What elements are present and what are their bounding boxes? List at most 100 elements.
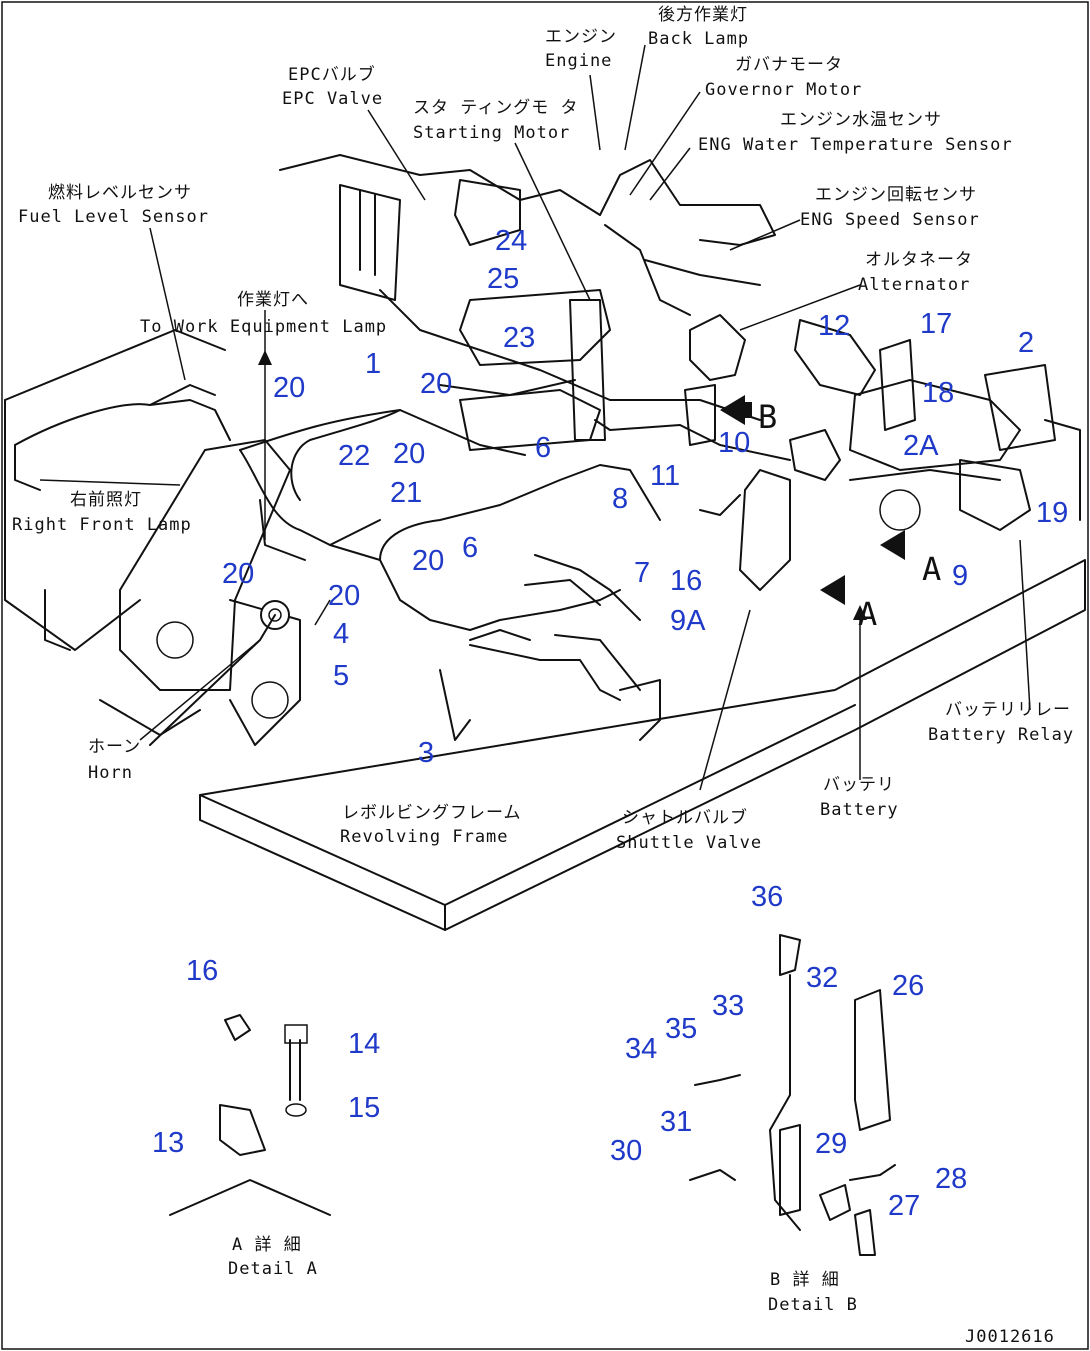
label-detail-b-jp: B 詳 細: [770, 1270, 840, 1290]
label-fuel-level-jp: 燃料レベルセンサ: [48, 183, 192, 203]
callout-3: 3: [418, 737, 434, 769]
callout-30: 30: [610, 1135, 642, 1167]
arrow-a-lower-icon: [820, 575, 845, 605]
callout-13: 13: [152, 1127, 184, 1159]
view-letter-b: B: [758, 398, 778, 436]
part-callouts: 1 2 2A 3 4 5 6 6 7 8 9 9A 10 11 12 13 14…: [152, 225, 1068, 1222]
arrow-up-work-lamp-icon: [258, 350, 272, 365]
boom-bracket-drawing: [99, 439, 301, 746]
callout-22: 22: [338, 440, 370, 472]
label-battery-relay-jp: バッテリリレー: [945, 700, 1071, 720]
label-horn-en: Horn: [88, 763, 133, 783]
main-harness-drawing: [14, 384, 791, 741]
callout-19: 19: [1036, 497, 1068, 529]
callout-14: 14: [348, 1028, 380, 1060]
callout-7: 7: [634, 557, 650, 589]
label-work-lamp-jp: 作業灯へ: [237, 290, 309, 310]
callout-20-c: 20: [393, 438, 425, 470]
label-alternator-jp: オルタネータ: [865, 250, 973, 270]
document-code: J0012616: [965, 1327, 1055, 1347]
callout-35: 35: [665, 1013, 697, 1045]
label-starting-motor-jp: スタ ティングモ タ: [413, 98, 578, 118]
leader-lines: [39, 44, 1031, 791]
label-revolving-frame-jp: レボルビングフレーム: [342, 803, 522, 823]
label-right-front-lamp-en: Right Front Lamp: [12, 515, 192, 535]
label-shuttle-valve-jp: シャトルバルブ: [622, 807, 748, 828]
callout-2: 2: [1018, 327, 1034, 359]
callout-20-d: 20: [222, 558, 254, 590]
view-letters: B A A: [758, 398, 942, 633]
callout-12: 12: [818, 310, 850, 342]
callout-23: 23: [503, 322, 535, 354]
label-eng-speed-en: ENG Speed Sensor: [800, 210, 980, 230]
callout-6-lower: 6: [462, 532, 478, 564]
label-fuel-level-en: Fuel Level Sensor: [18, 207, 209, 227]
detail-a-drawing: [169, 1014, 331, 1216]
view-letter-a-lower: A: [858, 595, 878, 633]
label-detail-a-en: Detail A: [228, 1259, 318, 1279]
label-back-lamp-en: Back Lamp: [648, 29, 749, 49]
label-battery-jp: バッテリ: [823, 775, 895, 795]
callout-8: 8: [612, 483, 628, 515]
label-eng-speed-jp: エンジン回転センサ: [815, 185, 977, 205]
detail-b-drawing: [689, 934, 896, 1256]
label-engine-en: Engine: [545, 51, 612, 71]
callout-9: 9: [952, 560, 968, 592]
label-detail-a-jp: A 詳 細: [232, 1235, 302, 1255]
label-back-lamp-jp: 後方作業灯: [658, 5, 748, 25]
label-eng-water-temp-jp: エンジン水温センサ: [780, 110, 942, 130]
callout-2a: 2A: [903, 430, 939, 462]
label-engine-jp: エンジン: [545, 27, 617, 47]
callout-10: 10: [718, 427, 750, 459]
callout-1: 1: [365, 348, 381, 380]
label-alternator-en: Alternator: [858, 275, 970, 295]
label-detail-b-en: Detail B: [768, 1295, 858, 1315]
arrow-b-icon: [720, 395, 745, 425]
callout-20-b: 20: [420, 368, 452, 400]
callout-20-f: 20: [328, 580, 360, 612]
callout-34: 34: [625, 1033, 657, 1065]
callout-15: 15: [348, 1092, 380, 1124]
callout-4: 4: [333, 618, 349, 650]
callout-9a: 9A: [670, 605, 706, 637]
label-epc-valve-en: EPC Valve: [282, 89, 383, 109]
label-battery-relay-en: Battery Relay: [928, 725, 1074, 745]
label-battery-en: Battery: [820, 800, 899, 820]
view-letter-a-upper: A: [922, 550, 942, 588]
label-shuttle-valve-en: Shuttle Valve: [616, 833, 762, 853]
callout-24: 24: [495, 225, 527, 257]
arrow-up-battery-icon: [853, 605, 867, 620]
callout-20-e: 20: [412, 545, 444, 577]
callout-31: 31: [660, 1106, 692, 1138]
callout-17: 17: [920, 308, 952, 340]
callout-6-upper: 6: [535, 432, 551, 464]
label-revolving-frame-en: Revolving Frame: [340, 827, 509, 847]
label-horn-jp: ホーン: [88, 737, 141, 757]
callout-5: 5: [333, 660, 349, 692]
callout-32: 32: [806, 962, 838, 994]
label-work-lamp-en: To Work Equipment Lamp: [140, 317, 387, 337]
label-governor-motor-en: Governor Motor: [705, 80, 862, 100]
callout-20-a: 20: [273, 372, 305, 404]
callout-16-main: 16: [670, 565, 702, 597]
callout-36: 36: [751, 881, 783, 913]
callout-28: 28: [935, 1163, 967, 1195]
revolving-frame-drawing: [4, 329, 1086, 931]
callout-29: 29: [815, 1128, 847, 1160]
view-arrows: [258, 350, 905, 620]
callout-18: 18: [922, 377, 954, 409]
callout-33: 33: [712, 990, 744, 1022]
component-labels: 後方作業灯 Back Lamp エンジン Engine ガバナモータ Gover…: [12, 5, 1074, 1347]
arrow-a-upper-icon: [880, 530, 905, 560]
callout-27: 27: [888, 1190, 920, 1222]
callout-25: 25: [487, 263, 519, 295]
callout-26: 26: [892, 970, 924, 1002]
label-starting-motor-en: Starting Motor: [413, 123, 570, 143]
label-right-front-lamp-jp: 右前照灯: [70, 490, 142, 510]
callout-16-detail: 16: [186, 955, 218, 987]
label-governor-motor-jp: ガバナモータ: [735, 55, 843, 75]
callout-21: 21: [390, 477, 422, 509]
